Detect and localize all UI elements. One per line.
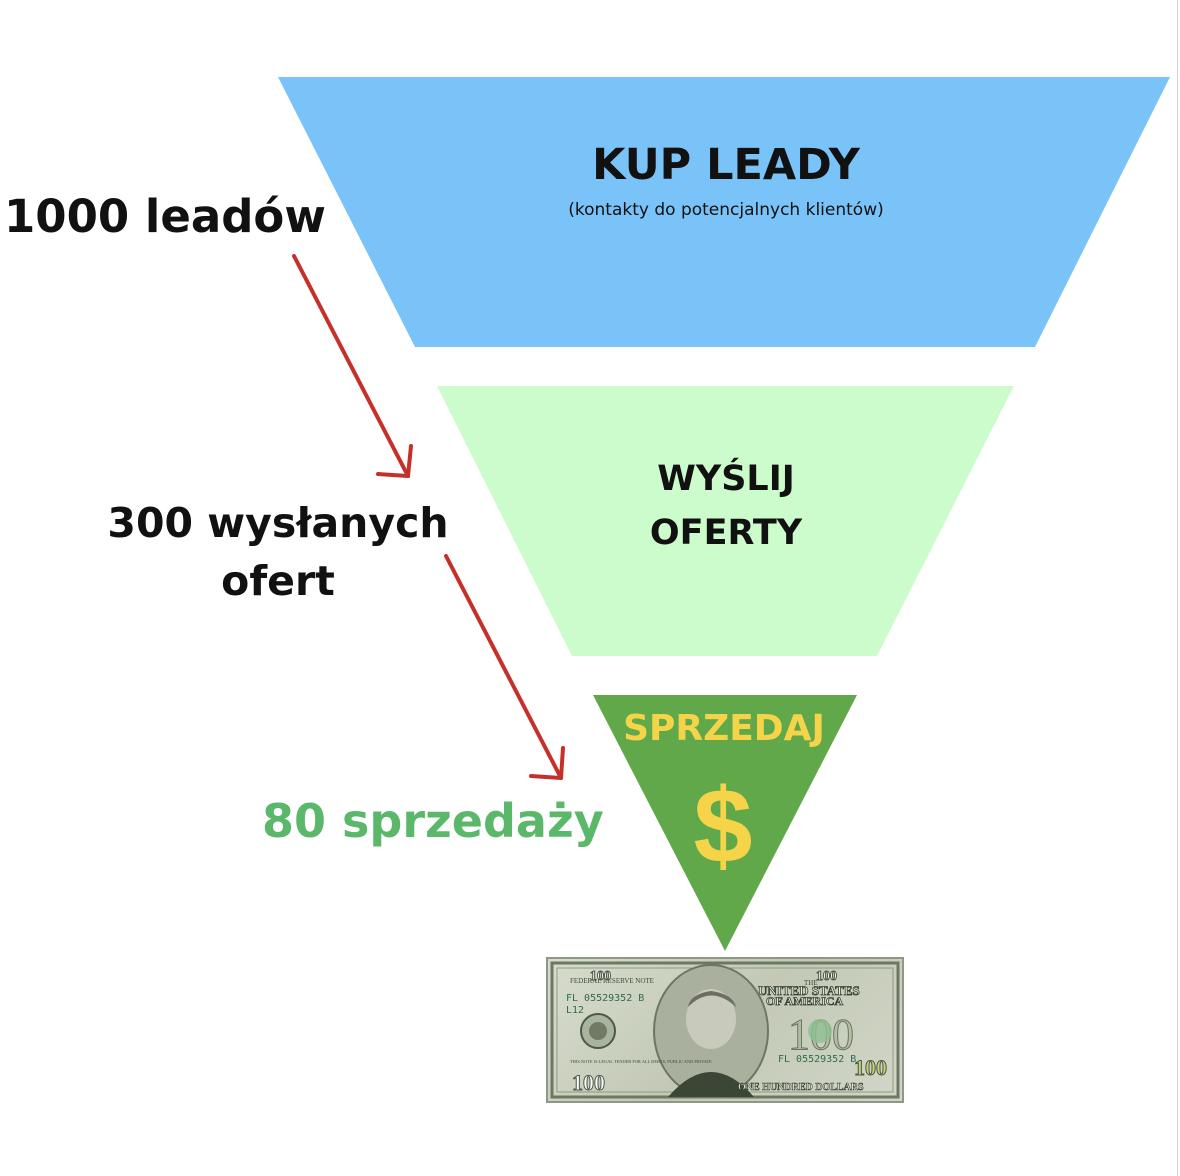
funnel-stage-middle bbox=[437, 386, 1014, 656]
stage-bottom-title: SPRZEDAJ bbox=[623, 708, 825, 749]
metric-offers: 300 wysłanych ofert bbox=[107, 494, 448, 610]
bill-denom-top-left: 100 bbox=[590, 969, 611, 984]
bill-serial-right: FL 05529352 B bbox=[778, 1054, 856, 1065]
metric-sales: 80 sprzedaży bbox=[262, 794, 604, 848]
bill-denom-bottom-left: 100 bbox=[572, 1070, 605, 1095]
metric-offers-line2: ofert bbox=[221, 557, 335, 605]
stage-middle-title: WYŚLIJ OFERTY bbox=[650, 452, 802, 560]
stage-top-title: KUP LEADY bbox=[592, 140, 860, 190]
bill-legal: THIS NOTE IS LEGAL TENDER FOR ALL DEBTS,… bbox=[570, 1059, 712, 1065]
arrow-offers-to-sales bbox=[444, 554, 565, 780]
stage-middle-title-line1: WYŚLIJ bbox=[657, 459, 795, 499]
bill-top-left: FEDERAL RESERVE NOTE bbox=[570, 977, 654, 985]
bill-serial-left: FL 05529352 B bbox=[566, 993, 644, 1004]
bill-denom-top-right: 100 bbox=[816, 969, 837, 984]
dollar-icon: $ bbox=[693, 767, 753, 885]
bill-denom-bottom-right: 100 bbox=[854, 1055, 887, 1080]
bill-header: UNITED STATES bbox=[758, 983, 860, 998]
funnel-stage-top bbox=[278, 77, 1170, 347]
bill-bottom-text: ONE HUNDRED DOLLARS bbox=[738, 1082, 864, 1093]
metric-leads: 1000 leadów bbox=[4, 190, 326, 243]
bill-code: L12 bbox=[566, 1005, 584, 1016]
bill-header-2: OF AMERICA bbox=[766, 994, 844, 1008]
hundred-dollar-bill-image: FEDERAL RESERVE NOTE 100 100 FL 05529352… bbox=[546, 957, 904, 1103]
bill-header-top: THE bbox=[804, 979, 818, 987]
page-edge-line bbox=[1177, 0, 1178, 1176]
metric-offers-line1: 300 wysłanych bbox=[107, 499, 449, 547]
bill-artwork: FEDERAL RESERVE NOTE 100 100 FL 05529352… bbox=[550, 961, 900, 1099]
stage-middle-title-line2: OFERTY bbox=[649, 513, 803, 553]
funnel-stage-bottom bbox=[593, 695, 857, 951]
stage-top-subtitle: (kontakty do potencjalnych klientów) bbox=[568, 200, 884, 220]
arrow-leads-to-offers bbox=[292, 254, 413, 478]
